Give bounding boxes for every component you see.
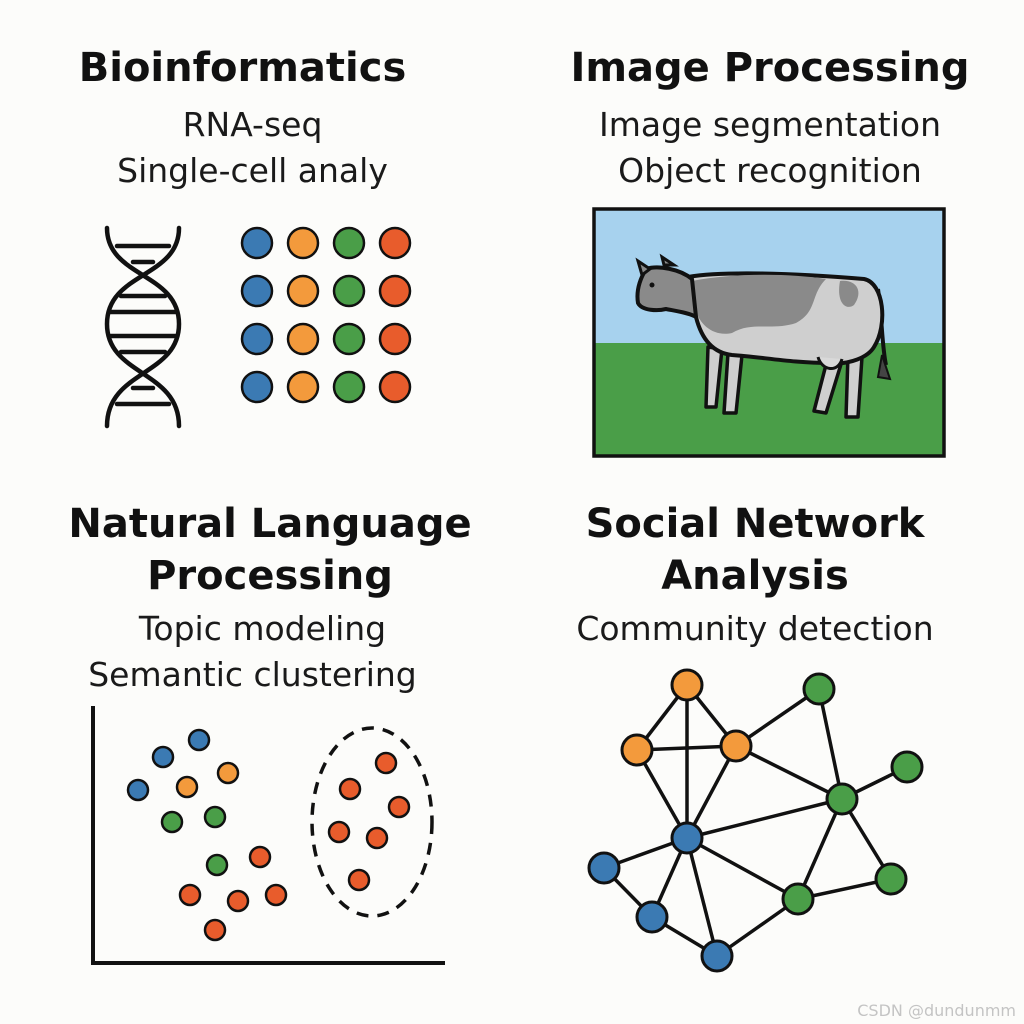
matrix-dot xyxy=(286,370,320,404)
sna-title-line1: Social Network xyxy=(585,501,925,547)
network-edge xyxy=(817,688,844,800)
image-processing-title: Image Processing xyxy=(570,45,970,91)
matrix-dot xyxy=(240,274,274,308)
watermark: CSDN @dundunmm xyxy=(857,1001,1016,1020)
image-processing-item-recognition: Object recognition xyxy=(618,151,922,190)
image-processing-item-segmentation: Image segmentation xyxy=(598,105,942,144)
network-node xyxy=(620,733,654,767)
matrix-dot xyxy=(378,226,412,260)
network-node xyxy=(890,750,924,784)
scatter-dot xyxy=(178,883,202,907)
network-node xyxy=(587,851,621,885)
matrix-dot xyxy=(332,226,366,260)
nlp-item-topic-modeling: Topic modeling xyxy=(138,609,387,648)
cow-photo-icon xyxy=(592,207,946,458)
scatter-dot xyxy=(374,751,398,775)
sna-title-line2: Analysis xyxy=(661,553,849,599)
network-edge xyxy=(635,749,689,839)
network-graph-icon xyxy=(587,668,924,973)
network-node xyxy=(670,668,704,702)
matrix-dot xyxy=(332,370,366,404)
network-node xyxy=(802,672,836,706)
network-node xyxy=(825,782,859,816)
network-edge xyxy=(796,798,844,900)
scatter-dot xyxy=(226,889,250,913)
matrix-dot xyxy=(286,226,320,260)
scatter-dot xyxy=(387,795,411,819)
network-edge xyxy=(735,687,820,748)
nlp-title-line2: Processing xyxy=(147,553,393,599)
network-node xyxy=(781,882,815,916)
network-node xyxy=(635,900,669,934)
scatter-dot xyxy=(203,805,227,829)
matrix-dot xyxy=(240,370,274,404)
bioinformatics-item-singlecell: Single-cell analy xyxy=(117,151,388,190)
scatter-dot xyxy=(248,845,272,869)
scatter-dot xyxy=(203,918,227,942)
nlp-item-semantic-clustering: Semantic clustering xyxy=(88,655,417,694)
matrix-dot xyxy=(332,322,366,356)
bioinformatics-item-rnaseq: RNA-seq xyxy=(182,105,323,144)
network-edge xyxy=(686,836,799,901)
network-edge xyxy=(715,897,800,958)
network-edge xyxy=(685,745,738,839)
dot-matrix-icon xyxy=(240,226,412,404)
scatter-dot xyxy=(264,883,288,907)
scatter-dot xyxy=(216,761,240,785)
scatter-dot xyxy=(151,745,175,769)
scatter-dot xyxy=(160,810,184,834)
scatter-dot xyxy=(187,728,211,752)
network-node xyxy=(719,729,753,763)
matrix-dot xyxy=(332,274,366,308)
matrix-dot xyxy=(286,322,320,356)
scatter-dot xyxy=(347,868,371,892)
matrix-dot xyxy=(378,322,412,356)
scatter-dot xyxy=(126,778,150,802)
network-edge xyxy=(735,744,843,801)
scatter-dot xyxy=(365,826,389,850)
network-node xyxy=(874,862,908,896)
bioinformatics-title: Bioinformatics xyxy=(78,45,407,91)
matrix-dot xyxy=(378,274,412,308)
nlp-title-line1: Natural Language xyxy=(68,501,472,547)
cluster-scatter-icon xyxy=(91,706,445,965)
network-edge xyxy=(685,837,719,957)
matrix-dot xyxy=(286,274,320,308)
scatter-dot xyxy=(327,820,351,844)
matrix-dot xyxy=(240,322,274,356)
dna-helix-icon xyxy=(104,225,182,429)
sna-item-community-detection: Community detection xyxy=(576,609,934,648)
network-node xyxy=(700,939,734,973)
scatter-dot xyxy=(175,775,199,799)
matrix-dot xyxy=(378,370,412,404)
network-edge xyxy=(686,797,843,840)
network-node xyxy=(670,821,704,855)
scatter-dot xyxy=(338,777,362,801)
matrix-dot xyxy=(240,226,274,260)
scatter-dot xyxy=(205,853,229,877)
